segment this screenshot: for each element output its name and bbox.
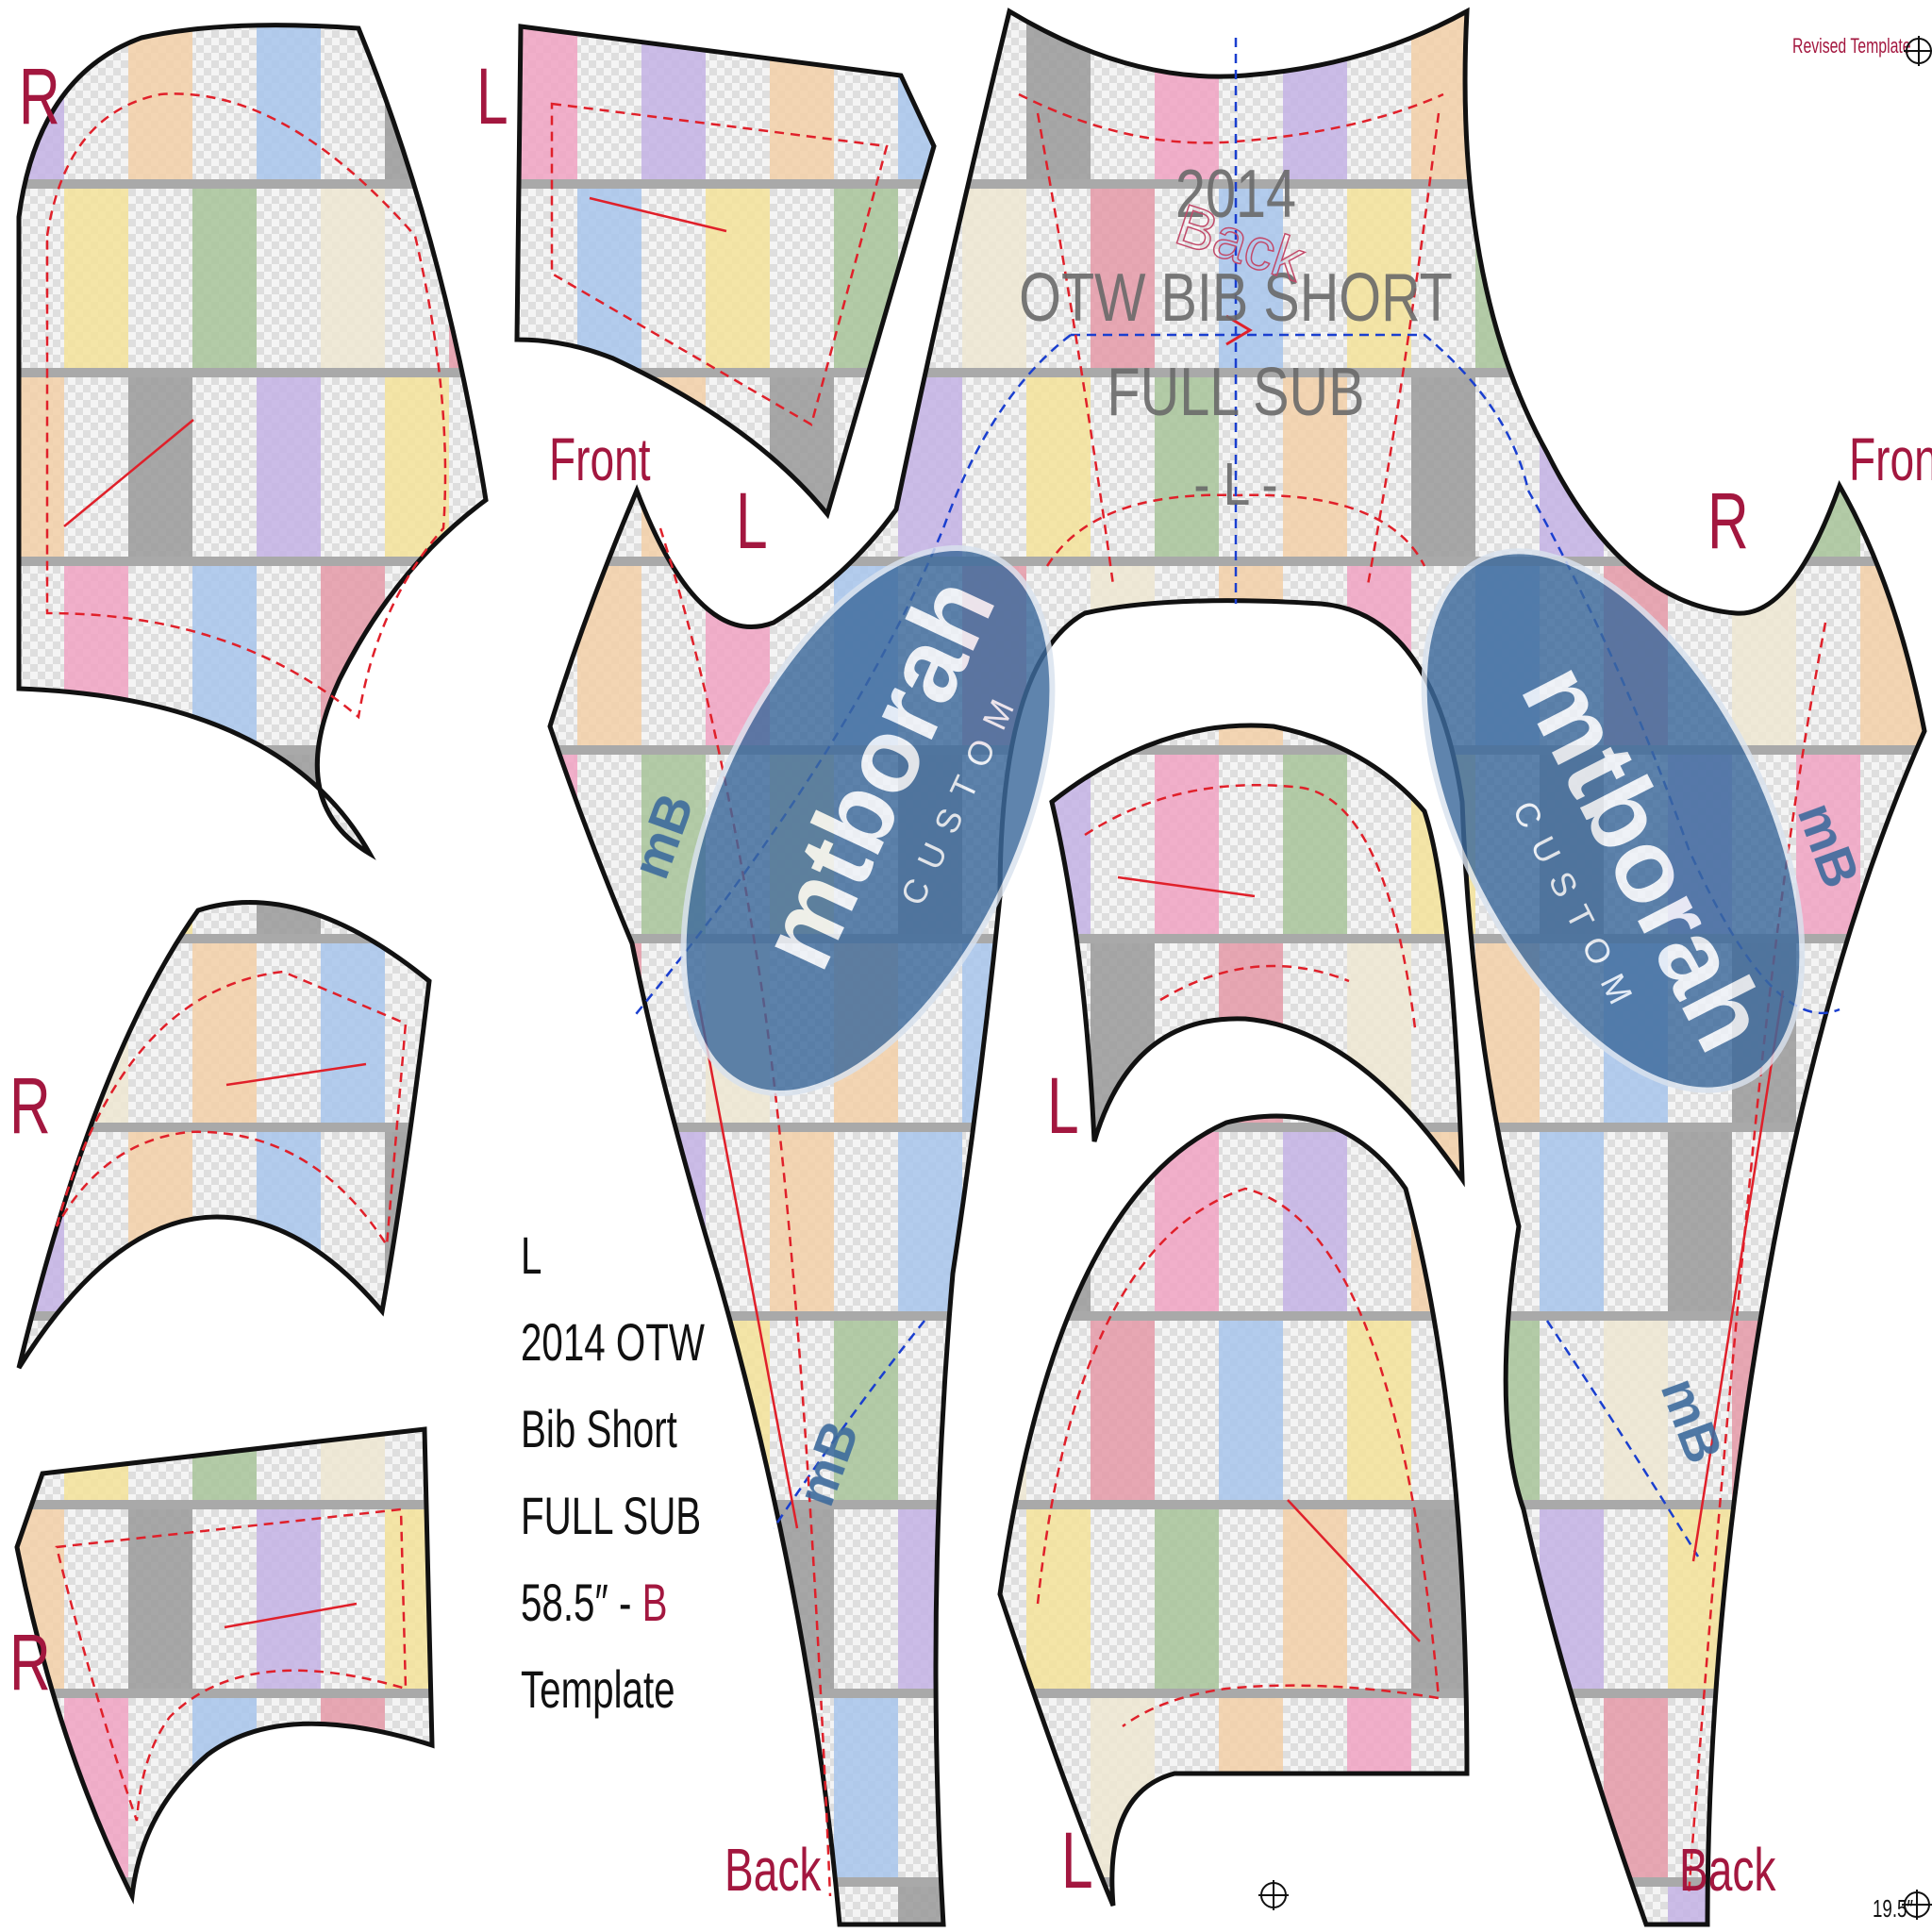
label-front-left: Front (549, 425, 651, 493)
back-title-line1: 2014 (1175, 156, 1296, 232)
label-r-bottom-left: R (9, 1618, 51, 1707)
back-title-line3: FULL SUB (1107, 354, 1364, 430)
label-back-right: Back (1679, 1836, 1776, 1904)
info-line1: 2014 OTW (521, 1312, 705, 1372)
registration-mark-corner-icon (1902, 1890, 1932, 1920)
label-r-center-right: R (1707, 476, 1749, 565)
piece-lower-center (997, 1113, 1470, 1907)
registration-mark-top-icon (1904, 36, 1932, 66)
info-line3: FULL SUB (521, 1486, 702, 1545)
piece-mid-left (16, 900, 432, 1370)
label-back-left: Back (724, 1836, 822, 1904)
label-r-mid-left: R (9, 1061, 51, 1150)
label-l-bottom-center: L (1061, 1816, 1093, 1905)
info-size: L (521, 1225, 542, 1285)
piece-inner-upper (1049, 723, 1465, 1188)
label-r-top-left: R (19, 52, 60, 141)
revised-template-label: Revised Template (1792, 34, 1911, 58)
info-length-value: 58.5″ - (521, 1573, 632, 1632)
back-title-line2: OTW BIB SHORT (1019, 259, 1453, 336)
info-line2: Bib Short (521, 1399, 677, 1458)
logo-right: mtborah CUSTOM (1421, 548, 1806, 1093)
info-length-grade: B (641, 1573, 668, 1632)
back-size-line: - L - (1193, 452, 1277, 519)
piece-bottom-left (14, 1426, 435, 1905)
info-line5: Template (521, 1659, 675, 1719)
piece-top-left (16, 23, 489, 860)
label-l-inner: L (1047, 1061, 1079, 1150)
info-length: 58.5″ - B (521, 1559, 705, 1646)
template-info-block: L 2014 OTW Bib Short FULL SUB 58.5″ - B … (521, 1212, 705, 1733)
registration-mark-bottom-icon (1258, 1880, 1289, 1910)
label-l-center-left: L (736, 476, 768, 565)
piece-top-mid (514, 24, 937, 520)
label-front-right: Front (1849, 425, 1932, 493)
label-l-top-mid: L (476, 52, 508, 141)
